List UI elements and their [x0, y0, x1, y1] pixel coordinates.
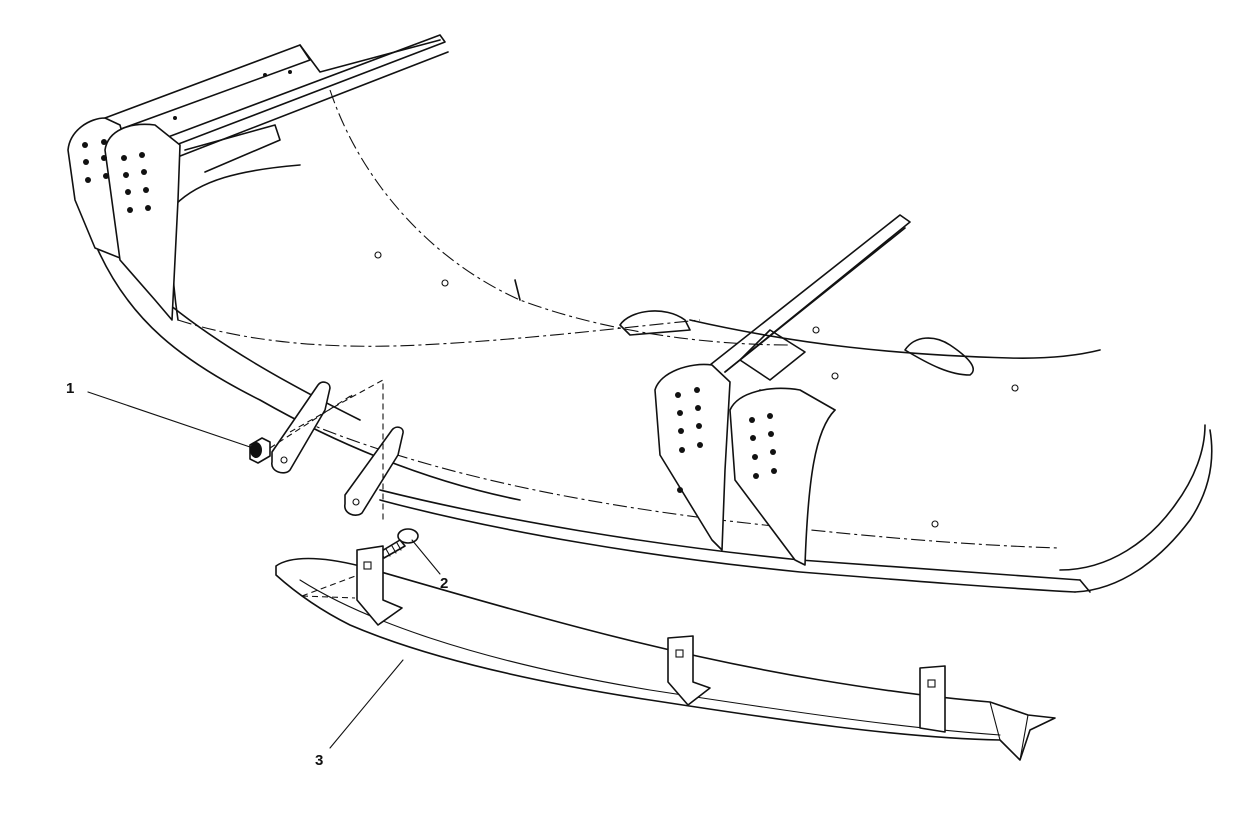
callout-3: 3 — [315, 659, 404, 769]
left-deck-bracket-plates — [67, 117, 181, 321]
callout-2: 2 — [411, 539, 448, 592]
deck-mounting-tabs — [271, 379, 404, 520]
callout-label-2: 2 — [440, 575, 448, 592]
right-deck-bracket-plates — [654, 363, 836, 566]
bracket-holes-right — [675, 387, 777, 479]
bracket-holes-left — [82, 139, 151, 213]
callout-label-1: 1 — [66, 380, 74, 397]
locknut-part-1 — [249, 394, 353, 464]
callout-label-3: 3 — [315, 752, 323, 769]
carriage-bolt-part-2 — [379, 528, 419, 559]
baffle-part-3 — [275, 545, 1056, 761]
mower-deck-housing — [97, 34, 1213, 593]
callout-1: 1 — [66, 380, 251, 448]
